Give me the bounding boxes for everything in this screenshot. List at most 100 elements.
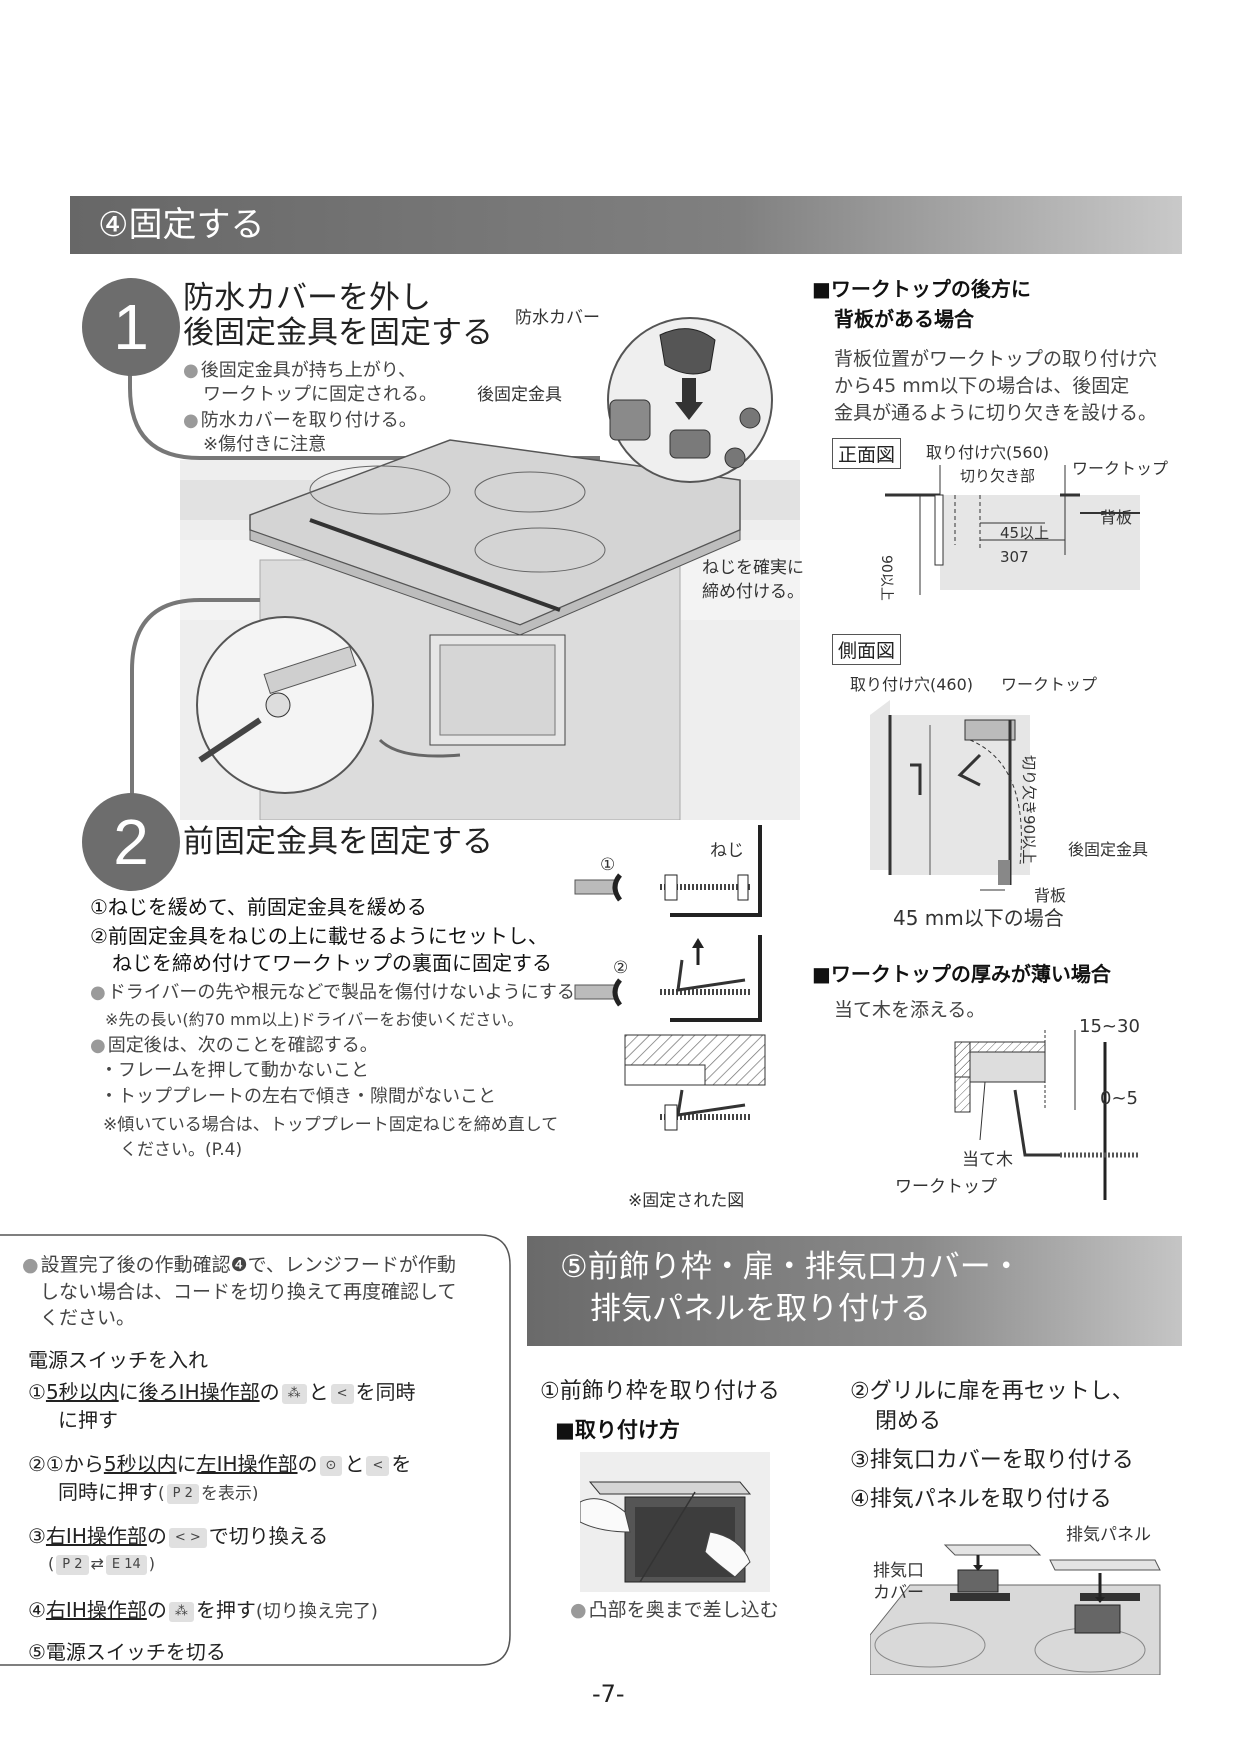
note-box-frame bbox=[0, 1234, 511, 1666]
label-exhaust-panel: 排気パネル bbox=[1066, 1525, 1151, 1545]
side-backboard-label: 背板 bbox=[1034, 886, 1067, 905]
backboard-text-line2: から45 mm以下の場合は、後固定 bbox=[834, 375, 1130, 397]
step2-check1: ・フレームを押して動かないこと bbox=[100, 1060, 369, 1081]
notebox-step2: ②①から5秒以内に左IH操作部の⊙と<を bbox=[28, 1452, 412, 1476]
step2-title: 前固定金具を固定する bbox=[183, 824, 493, 860]
section5-howto: ■取り付け方 bbox=[555, 1418, 680, 1442]
step1-note1-line1: 後固定金具が持ち上がり、 bbox=[183, 358, 416, 383]
fan-key-icon: ⁂ bbox=[281, 1383, 307, 1404]
callout-waterproof-cover: 防水カバー bbox=[515, 308, 600, 328]
step1-note1-line2: ワークトップに固定される。 bbox=[203, 384, 437, 405]
step2-check2: ・トッププレートの左右で傾き・隙間がないこと bbox=[100, 1086, 496, 1107]
step2-note1-sub: ※先の長い(約70 mm以上)ドライバーをお使いください。 bbox=[105, 1010, 524, 1029]
front-bracket-diagrams bbox=[574, 825, 766, 1131]
label-exhaust-cover-line2: カバー bbox=[873, 1583, 924, 1603]
step1-number: 1 bbox=[82, 278, 180, 376]
backboard-heading-line2: 背板がある場合 bbox=[834, 307, 974, 331]
section5-header-line1: ⑤前飾り枠・扉・排気口カバー・ bbox=[560, 1249, 1022, 1285]
step2-note2: 固定後は、次のことを確認する。 bbox=[90, 1033, 378, 1058]
front-worktop-label: ワークトップ bbox=[1072, 459, 1169, 478]
code-e14: E 14 bbox=[105, 1554, 147, 1575]
notebox-line1: 設置完了後の作動確認❹で、レンジフードが作動 bbox=[22, 1253, 456, 1278]
callout-rear-bracket: 後固定金具 bbox=[477, 385, 562, 405]
thin-worktop-heading: ■ワークトップの厚みが薄い場合 bbox=[812, 962, 1111, 986]
page-number: -7- bbox=[592, 1680, 625, 1708]
diagram-step1-mark: ① bbox=[600, 855, 616, 875]
notebox-step1: ①5秒以内に後ろIH操作部の⁂と<を同時 bbox=[28, 1380, 416, 1404]
front-view-diagram bbox=[885, 465, 1140, 595]
diagram-caption-fixed: ※固定された図 bbox=[628, 1191, 745, 1211]
step1-note3: ※傷付きに注意 bbox=[203, 434, 327, 455]
backboard-text-line3: 金具が通るように切り欠きを設ける。 bbox=[834, 402, 1158, 424]
code-p2: P 2 bbox=[56, 1554, 89, 1575]
left-right-key-icon: < > bbox=[168, 1527, 207, 1548]
side-worktop-label: ワークトップ bbox=[1001, 675, 1098, 694]
timer-key-icon: ⊙ bbox=[319, 1455, 343, 1476]
section5-step4: ④排気パネルを取り付ける bbox=[850, 1487, 1112, 1512]
left-arrow-key-icon: < bbox=[366, 1455, 390, 1476]
notebox-step3-codes: (P 2⇄E 14) bbox=[48, 1554, 156, 1575]
section5-step2-line2: 閉める bbox=[875, 1409, 942, 1434]
callout-screw-line1: ねじを確実に bbox=[702, 558, 804, 578]
notebox-line2: しない場合は、コードを切り換えて再度確認して bbox=[40, 1281, 457, 1303]
step1-title-line1: 防水カバーを外し bbox=[183, 280, 431, 316]
front-backboard-label: 背板 bbox=[1100, 508, 1133, 527]
section5-header-line2: 排気パネルを取り付ける bbox=[590, 1291, 931, 1327]
notebox-step3: ③右IH操作部の< >で切り換える bbox=[28, 1524, 329, 1548]
thin-worktop-label: ワークトップ bbox=[895, 1177, 997, 1197]
section5-insert-note: 凸部を奥まで差し込む bbox=[570, 1598, 779, 1623]
step1-note2: 防水カバーを取り付ける。 bbox=[183, 408, 417, 433]
side-view-diagram bbox=[870, 700, 1030, 891]
code-p2: P 2 bbox=[166, 1483, 199, 1504]
side-view-label: 側面図 bbox=[832, 634, 902, 665]
side-notch-label: 切り欠き90以上 bbox=[1020, 755, 1038, 865]
notebox-power-on: 電源スイッチを入れ bbox=[28, 1348, 208, 1372]
front-view-label: 正面図 bbox=[832, 438, 902, 469]
label-exhaust-cover-line1: 排気口 bbox=[873, 1561, 924, 1581]
section5-header-bg bbox=[527, 1236, 1182, 1346]
zoom-detail-cover bbox=[607, 317, 773, 483]
notebox-line3: ください。 bbox=[40, 1307, 136, 1329]
step1-connector-line bbox=[128, 338, 600, 460]
side-bracket-label: 後固定金具 bbox=[1068, 840, 1149, 859]
notebox-step5: ⑤電源スイッチを切る bbox=[28, 1640, 226, 1664]
front-frame-illustration bbox=[580, 1452, 770, 1592]
step2-note1: ドライバーの先や根元などで製品を傷付けないようにする。 bbox=[90, 980, 593, 1005]
step2-item2-line2: ねじを締め付けてワークトップの裏面に固定する bbox=[112, 951, 552, 975]
thin-dim-0-5: 0~5 bbox=[1100, 1088, 1138, 1109]
side-hole-label: 取り付け穴(460) bbox=[850, 675, 974, 694]
notebox-step4: ④右IH操作部の⁂を押す(切り換え完了) bbox=[28, 1598, 378, 1622]
left-arrow-key-icon: < bbox=[330, 1383, 354, 1404]
thin-worktop-text: 当て木を添える。 bbox=[834, 999, 986, 1021]
thin-worktop-diagram bbox=[954, 1030, 1140, 1200]
front-90-label: 90以上 bbox=[878, 555, 894, 601]
backboard-heading-line1: ■ワークトップの後方に bbox=[812, 277, 1031, 301]
diagram-step2-mark: ② bbox=[613, 958, 629, 978]
callout-screw-line2: 締め付ける。 bbox=[702, 582, 804, 602]
side-caption: 45 mm以下の場合 bbox=[893, 906, 1064, 930]
section5-step1: ①前飾り枠を取り付ける bbox=[540, 1379, 780, 1404]
swap-icon: ⇄ bbox=[90, 1554, 104, 1573]
step2-item2-line1: ②前固定金具をねじの上に載せるようにセットし、 bbox=[90, 924, 548, 948]
diagram-screw-label: ねじ bbox=[710, 841, 744, 861]
section5-step3: ③排気口カバーを取り付ける bbox=[850, 1448, 1134, 1473]
step2-check3-line1: ※傾いている場合は、トッププレート固定ねじを締め直して bbox=[103, 1115, 559, 1135]
cooktop-installation-illustration bbox=[180, 439, 800, 820]
step1-title-line2: 後固定金具を固定する bbox=[183, 315, 493, 351]
front-hole-label: 取り付け穴(560) bbox=[926, 443, 1050, 462]
step2-check3-line2: ください。(P.4) bbox=[120, 1140, 243, 1160]
notebox-step1-cont: に押す bbox=[58, 1408, 118, 1432]
thin-dim-15-30: 15~30 bbox=[1079, 1016, 1140, 1037]
section-header-fix: ④固定する bbox=[70, 196, 1182, 254]
front-307-label: 307 bbox=[1000, 548, 1029, 566]
front-45-label: 45以上 bbox=[1000, 524, 1050, 542]
exhaust-panel-illustration bbox=[870, 1544, 1161, 1675]
section5-step2-line1: ②グリルに扉を再セットし、 bbox=[850, 1379, 1134, 1404]
step2-item1: ①ねじを緩めて、前固定金具を緩める bbox=[90, 895, 427, 919]
step2-connector-line bbox=[130, 598, 260, 810]
backboard-text-line1: 背板位置がワークトップの取り付け穴 bbox=[834, 348, 1158, 370]
thin-wood-label: 当て木 bbox=[962, 1150, 1013, 1170]
fan-key-icon: ⁂ bbox=[168, 1601, 194, 1622]
step2-number: 2 bbox=[82, 793, 180, 891]
